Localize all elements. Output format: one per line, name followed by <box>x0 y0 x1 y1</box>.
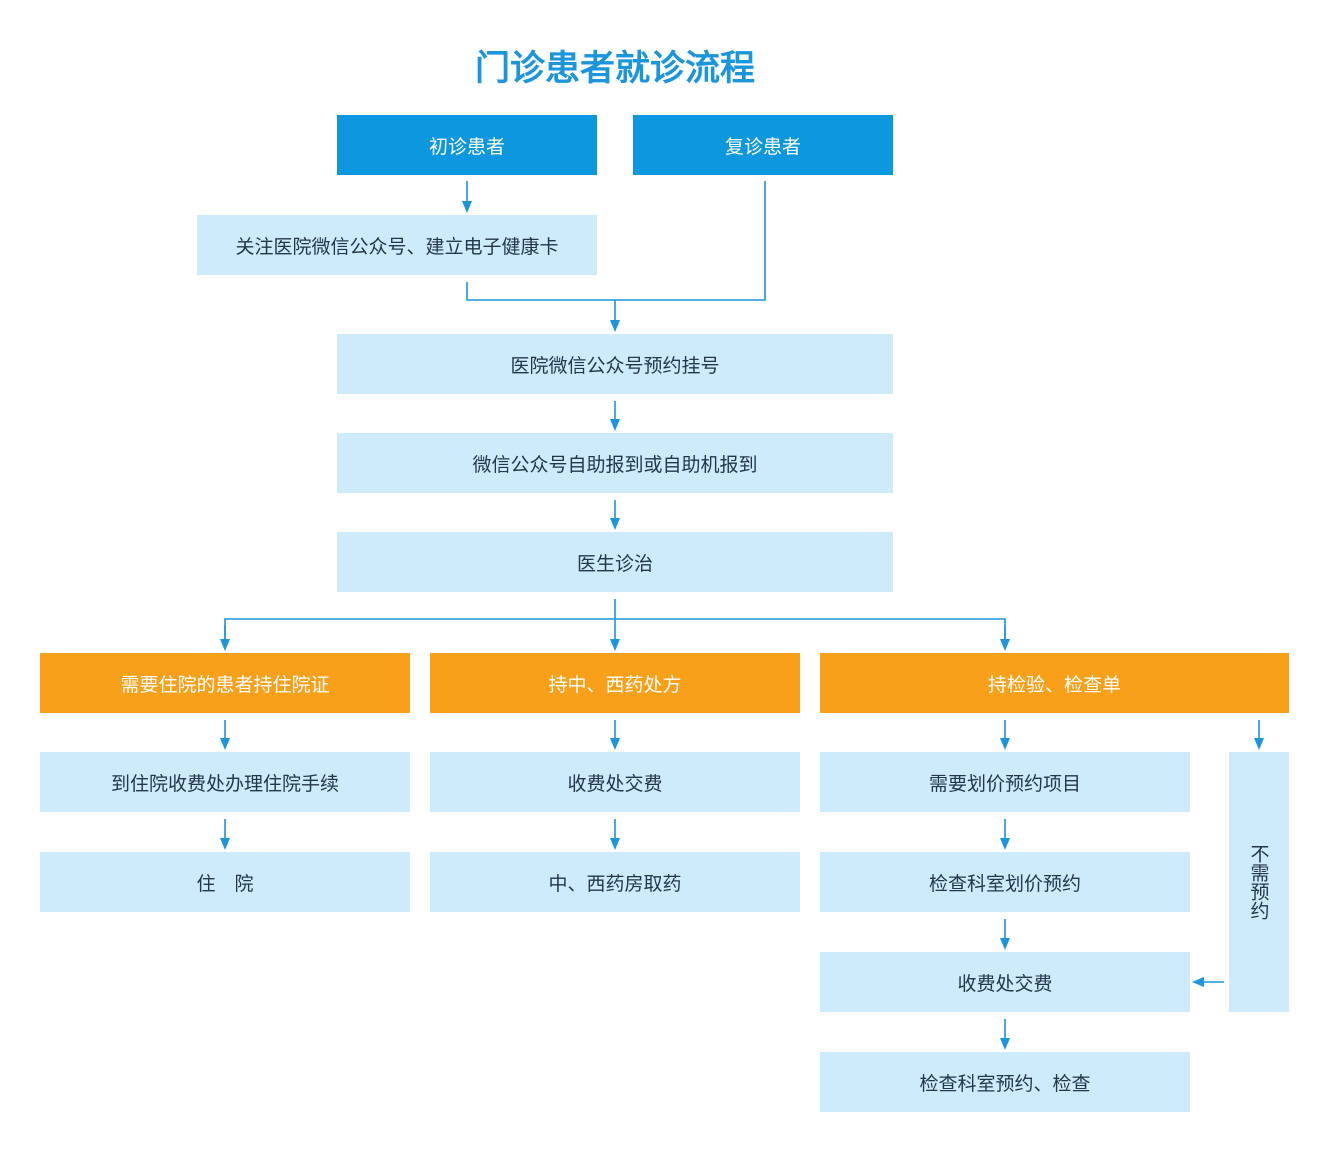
self-checkin-box: 微信公众号自助报到或自助机报到 <box>337 433 893 493</box>
hospitalization-cert-box: 需要住院的患者持住院证 <box>40 653 410 713</box>
first-visit-box: 初诊患者 <box>337 115 597 175</box>
follow-wechat-box: 关注医院微信公众号、建立电子健康卡 <box>197 215 597 275</box>
cashier-payment-rx-box: 收费处交费 <box>430 752 800 812</box>
inpatient-procedures-box: 到住院收费处办理住院手续 <box>40 752 410 812</box>
doctor-diagnosis-box: 医生诊治 <box>337 532 893 592</box>
cashier-payment-exam-box: 收费处交费 <box>820 952 1190 1012</box>
return-visit-box: 复诊患者 <box>633 115 893 175</box>
dept-pricing-booking-box: 检查科室划价预约 <box>820 852 1190 912</box>
pricing-booking-needed-box: 需要划价预约项目 <box>820 752 1190 812</box>
exam-order-box: 持检验、检查单 <box>820 653 1289 713</box>
flowchart-title: 门诊患者就诊流程 <box>474 49 755 89</box>
dept-booking-exam-box: 检查科室预约、检查 <box>820 1052 1190 1112</box>
no-booking-needed-label: 不需预约 <box>1247 844 1270 920</box>
prescription-box: 持中、西药处方 <box>430 653 800 713</box>
merge-line <box>466 181 766 301</box>
pharmacy-box: 中、西药房取药 <box>430 852 800 912</box>
hospitalized-box: 住 院 <box>40 852 410 912</box>
wechat-booking-box: 医院微信公众号预约挂号 <box>337 334 893 394</box>
no-booking-needed-box: 不需预约 <box>1229 752 1289 1012</box>
